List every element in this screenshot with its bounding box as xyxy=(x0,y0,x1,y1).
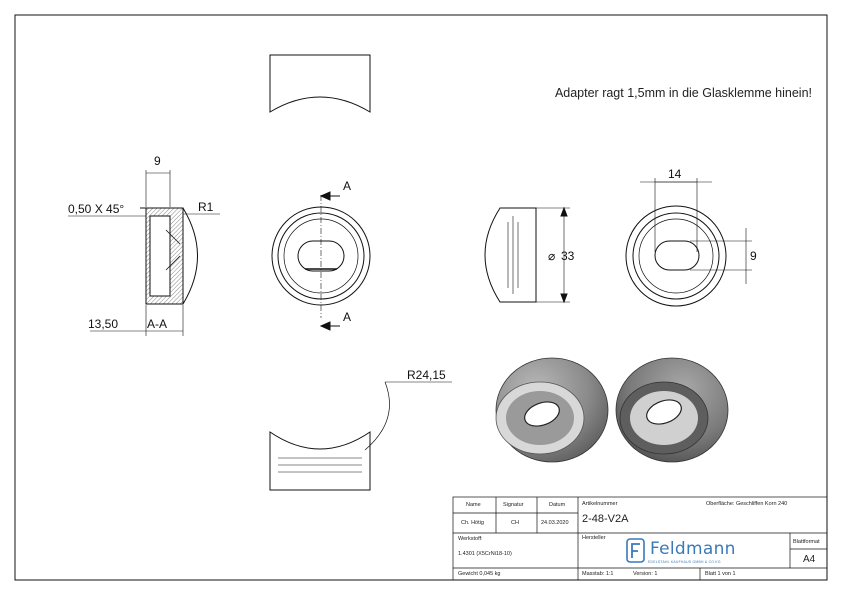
bottom-saddle-view xyxy=(269,381,452,491)
right-view-ring xyxy=(625,178,752,307)
dim-radius-small: R1 xyxy=(198,200,214,214)
section-marker-top: A xyxy=(343,179,351,193)
title-block xyxy=(452,496,828,581)
brand-subtitle: EDELSTAHL KAUFHAUS GMBH & CO.KG xyxy=(648,560,721,564)
brand-name: Feldmann xyxy=(650,539,736,559)
iso-render-left xyxy=(495,357,609,463)
note-adapter: Adapter ragt 1,5mm in die Glasklemme hin… xyxy=(554,86,812,100)
tb-blattformat-value: A4 xyxy=(803,554,816,565)
tb-massstab: Masstab: 1:1 xyxy=(582,571,614,577)
dim-diameter: 33 xyxy=(561,249,575,263)
dim-width-top: 9 xyxy=(154,154,161,168)
front-view-ring xyxy=(271,191,371,331)
tb-artikel-label: Artikelnummer xyxy=(582,501,618,507)
tb-signatur-value: CH xyxy=(511,520,519,526)
tb-hersteller-label: Hersteller xyxy=(582,535,606,541)
tb-oberflaeche: Oberfläche: Geschliffen Korn 240 xyxy=(706,501,788,507)
tb-gewicht: Gewicht 0,045 kg xyxy=(458,571,501,577)
iso-render-right xyxy=(615,357,729,463)
tb-werkstoff-value: 1.4301 (X5CrNi18-10) xyxy=(458,551,512,557)
tb-datum-value: 24.03.2020 xyxy=(541,520,569,526)
tb-datum-header: Datum xyxy=(549,502,566,508)
tb-blattformat-label: Blattformat xyxy=(793,539,820,545)
dim-radius-large: R24,15 xyxy=(407,368,446,382)
tb-blatt: Blatt 1 von 1 xyxy=(705,571,736,577)
side-view xyxy=(484,206,570,304)
tb-artikel-value: 2-48-V2A xyxy=(582,513,629,525)
tb-name-value: Ch. Hötig xyxy=(461,520,484,526)
section-label: A-A xyxy=(147,317,167,331)
tb-werkstoff-label: Werkstoff: xyxy=(458,536,483,542)
section-marker-bottom: A xyxy=(343,310,351,324)
section-view-a-a xyxy=(68,170,220,336)
dim-chamfer: 0,50 X 45° xyxy=(68,202,124,216)
sheet-border xyxy=(14,14,828,581)
tb-version: Version: 1 xyxy=(633,571,658,577)
tb-name-header: Name xyxy=(466,502,481,508)
dim-slot-length: 14 xyxy=(668,167,682,181)
dim-slot-width: 9 xyxy=(750,249,757,263)
top-saddle-view xyxy=(269,54,371,113)
tb-signatur-header: Signatur xyxy=(503,502,524,508)
dim-depth: 13,50 xyxy=(88,317,118,331)
feldmann-logo-icon xyxy=(626,538,645,563)
dim-diameter-symbol: ⌀ xyxy=(548,249,555,263)
